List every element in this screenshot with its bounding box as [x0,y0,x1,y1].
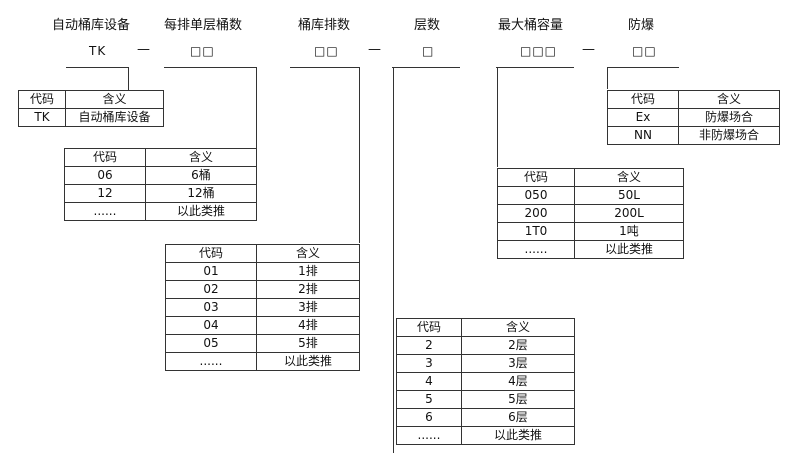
table-cell-meaning: 200L [574,204,684,223]
code-explosion: □□ [632,44,657,58]
connector-layers [393,67,394,453]
table-cell-meaning: 自动桶库设备 [65,108,164,127]
table-header-meaning: 含义 [461,318,575,337]
table-cell-code: 06 [64,166,146,185]
connector-explosion [607,67,608,89]
table-cell-meaning: 6桶 [145,166,257,185]
header-drums-per-row-layer: 每排单层桶数 [164,18,243,33]
table-cell-code: ...... [165,352,257,371]
table-header-code: 代码 [165,244,257,263]
table-header-meaning: 含义 [256,244,360,263]
table-cell-meaning: 50L [574,186,684,205]
table-cell-meaning: 以此类推 [145,202,257,221]
table-cell-code: TK [18,108,66,127]
table-cell-meaning: 4层 [461,372,575,391]
table-cell-meaning: 2排 [256,280,360,299]
code-tk: TK [89,44,107,58]
table-header-code: 代码 [497,168,575,187]
table-cell-meaning: 防爆场合 [678,108,780,127]
table-cell-meaning: 5排 [256,334,360,353]
table-cell-meaning: 4排 [256,316,360,335]
table-cell-code: 200 [497,204,575,223]
underline-explosion [607,67,679,68]
header-max-capacity: 最大桶容量 [498,18,564,33]
table-cell-code: Ex [607,108,679,127]
table-cell-meaning: 以此类推 [461,426,575,445]
table-cell-meaning: 1吨 [574,222,684,241]
table-cell-code: 12 [64,184,146,203]
underline-tk [66,67,128,68]
underline-capacity [496,67,574,68]
header-explosion-proof: 防爆 [628,18,655,33]
table-cell-meaning: 2层 [461,336,575,355]
table-header-meaning: 含义 [145,148,257,167]
code-rows: □□ [314,44,339,58]
table-header-code: 代码 [396,318,462,337]
table-cell-meaning: 以此类推 [574,240,684,259]
code-layers: □ [422,44,435,58]
header-auto-drum-device: 自动桶库设备 [52,18,131,33]
underline-per-row [164,67,256,68]
table-cell-code: 02 [165,280,257,299]
table-cell-code: ...... [396,426,462,445]
table-cell-code: ...... [497,240,575,259]
underline-layers [392,67,460,68]
connector-capacity [497,67,498,167]
header-layer-count: 层数 [414,18,441,33]
table-cell-code: 04 [165,316,257,335]
connector-per-row [256,67,257,148]
table-cell-code: 6 [396,408,462,427]
table-header-meaning: 含义 [65,90,164,109]
table-cell-meaning: 6层 [461,408,575,427]
table-cell-meaning: 3排 [256,298,360,317]
table-cell-code: 4 [396,372,462,391]
code-table-tk: 代码 含义 TK 自动桶库设备 [18,90,164,127]
table-header-code: 代码 [64,148,146,167]
code-dash-3: — [582,42,595,57]
table-cell-meaning: 1排 [256,262,360,281]
code-dash-1: — [137,42,150,57]
table-cell-code: NN [607,126,679,145]
connector-rows [359,67,360,243]
table-cell-code: 3 [396,354,462,373]
code-dash-2: — [368,42,381,57]
connector-tk [128,67,129,90]
table-cell-code: 050 [497,186,575,205]
table-header-code: 代码 [607,90,679,109]
table-cell-meaning: 以此类推 [256,352,360,371]
table-cell-meaning: 12桶 [145,184,257,203]
table-cell-code: 1T0 [497,222,575,241]
table-cell-meaning: 5层 [461,390,575,409]
code-per-row: □□ [190,44,215,58]
table-header-meaning: 含义 [678,90,780,109]
table-header-meaning: 含义 [574,168,684,187]
code-capacity: □□□ [520,44,558,58]
table-cell-code: 03 [165,298,257,317]
table-cell-meaning: 3层 [461,354,575,373]
table-cell-meaning: 非防爆场合 [678,126,780,145]
table-cell-code: 01 [165,262,257,281]
header-row-count: 桶库排数 [298,18,351,33]
underline-rows [290,67,360,68]
table-cell-code: 05 [165,334,257,353]
table-cell-code: 5 [396,390,462,409]
table-cell-code: ...... [64,202,146,221]
table-header-code: 代码 [18,90,66,109]
table-cell-code: 2 [396,336,462,355]
